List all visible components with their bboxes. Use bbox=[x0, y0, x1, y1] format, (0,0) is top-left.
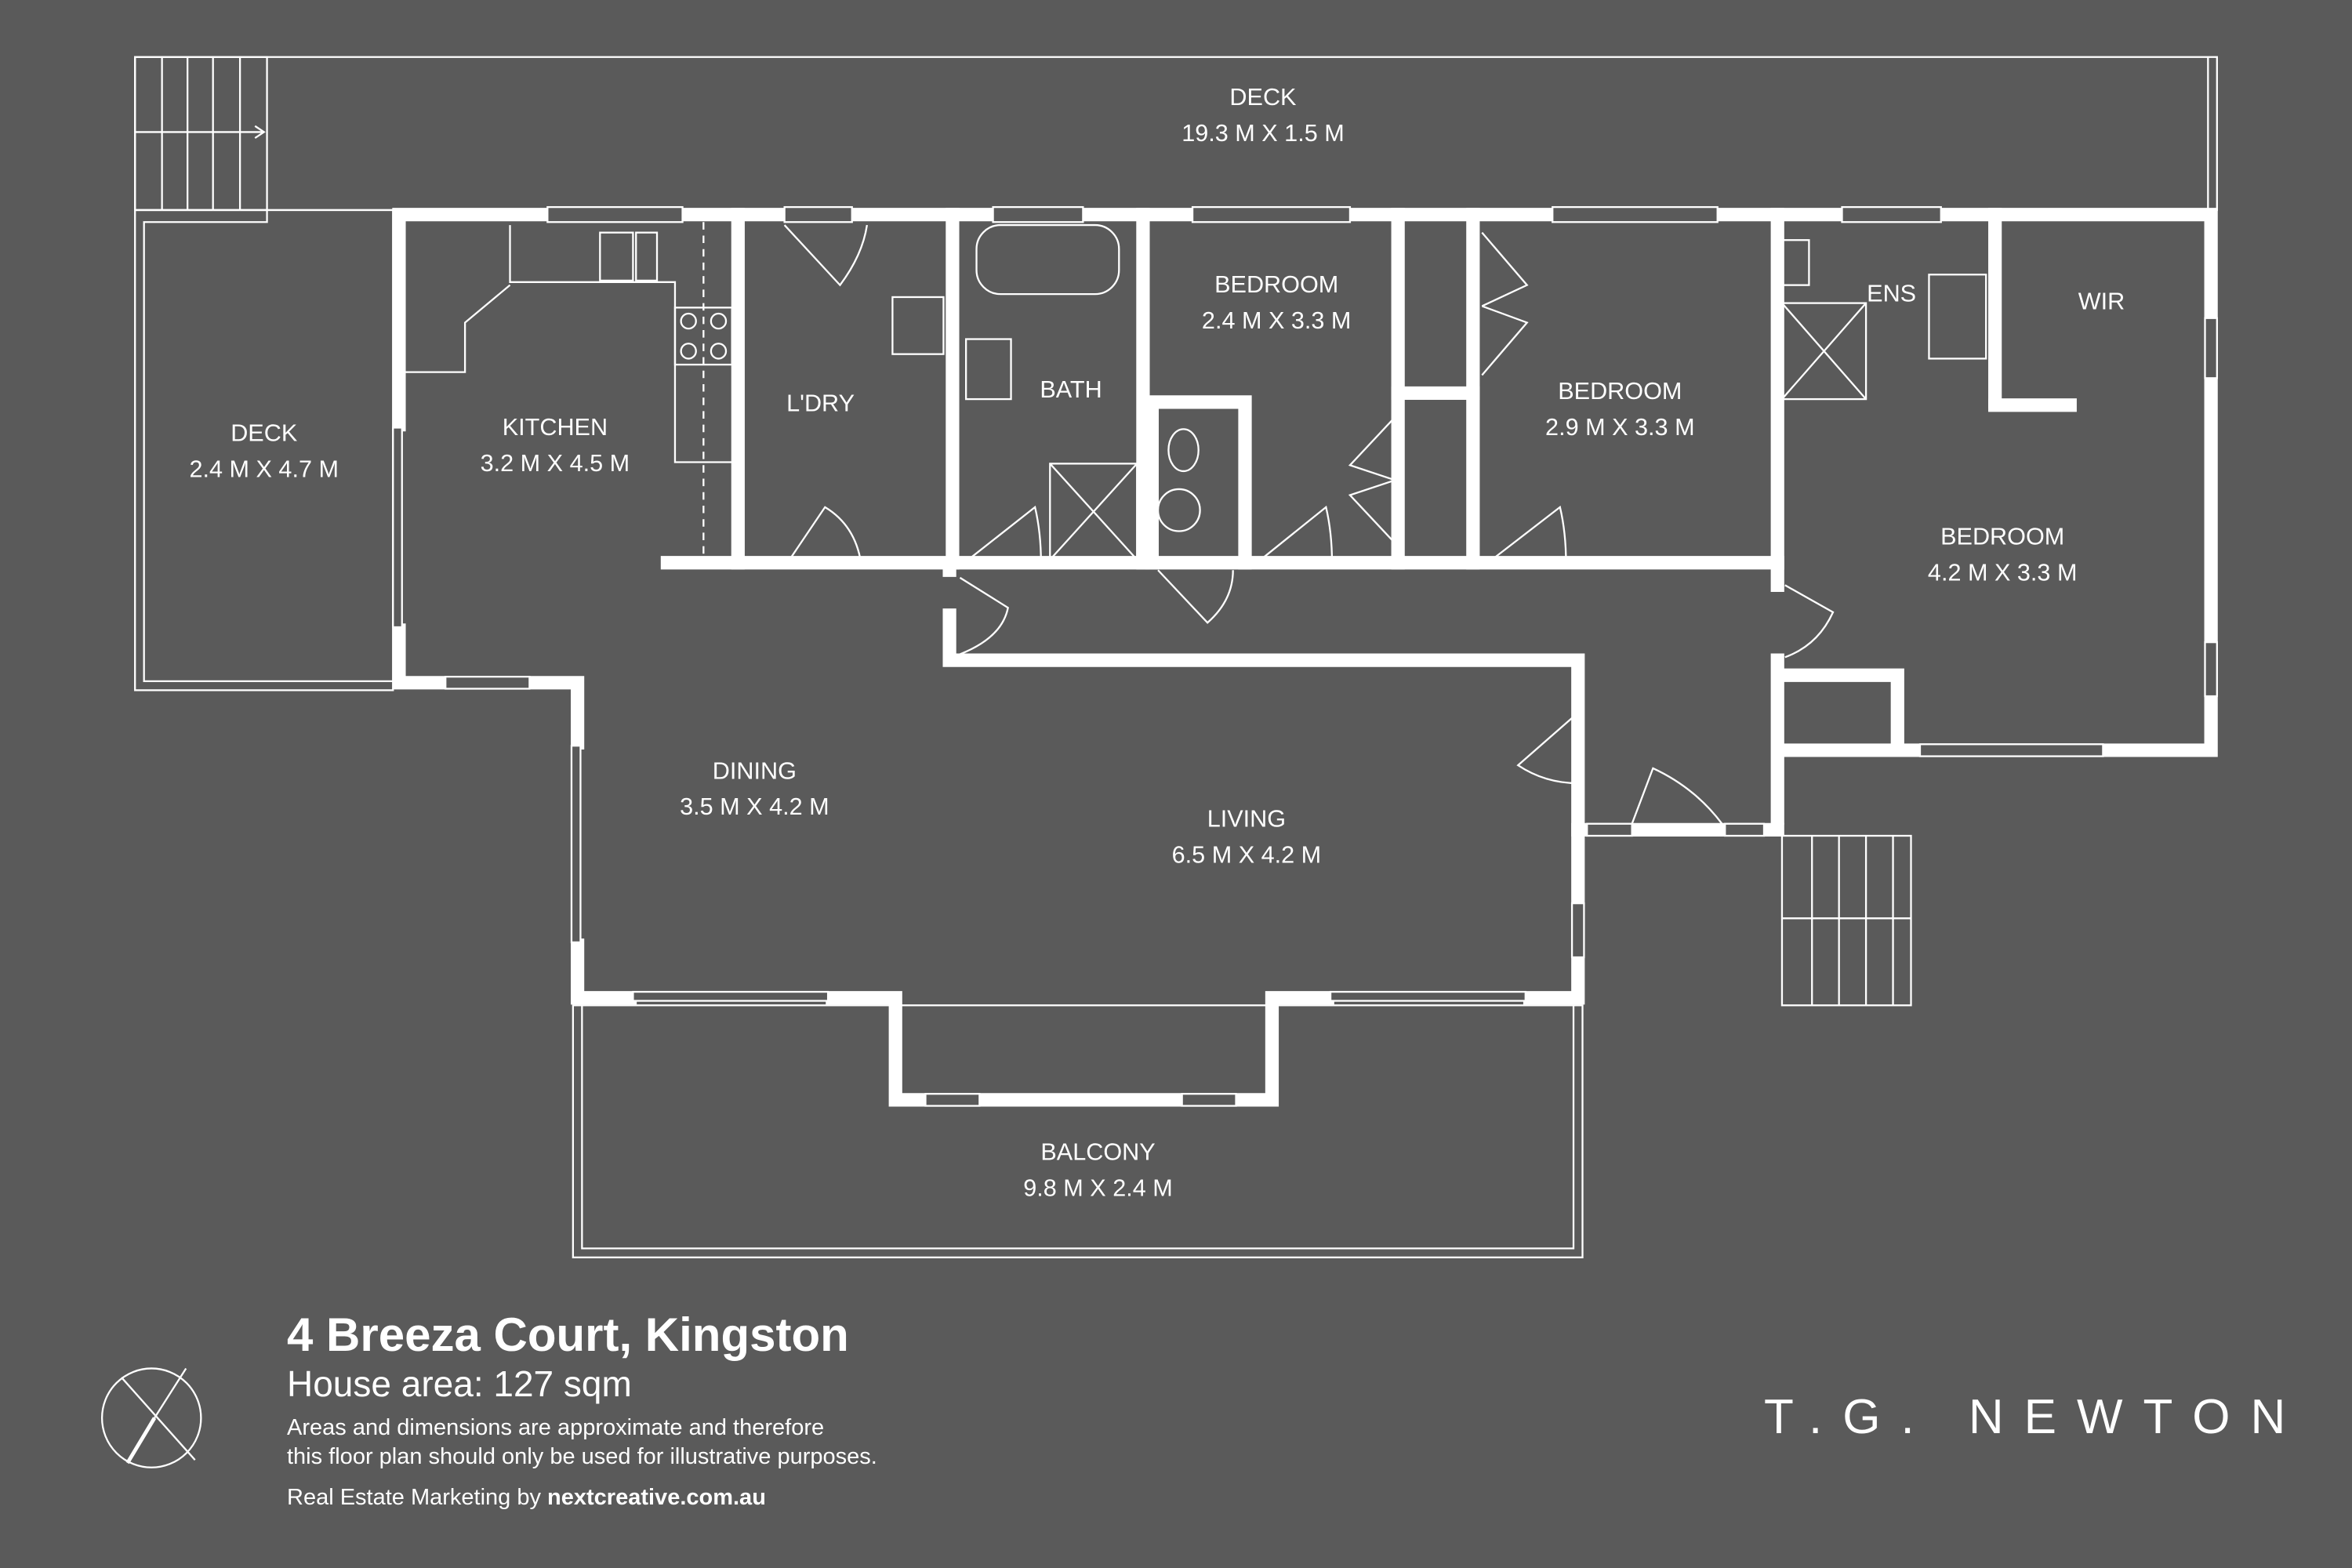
house-area: House area: 127 sqm bbox=[287, 1363, 632, 1404]
room-label-deck-left: DECK bbox=[230, 420, 298, 447]
room-label-living: LIVING bbox=[1207, 806, 1286, 833]
credit-prefix: Real Estate Marketing by bbox=[287, 1485, 548, 1510]
disclaimer-line-1: Areas and dimensions are approximate and… bbox=[287, 1415, 825, 1440]
room-label-bedroom-2: BEDROOM bbox=[1214, 271, 1338, 298]
room-label-kitchen: KITCHEN bbox=[503, 414, 608, 441]
credit-site: nextcreative.com.au bbox=[547, 1485, 766, 1510]
room-dims-deck-left: 2.4 M X 4.7 M bbox=[189, 456, 339, 483]
room-label-deck-top: DECK bbox=[1229, 84, 1297, 111]
room-label-laundry: L'DRY bbox=[786, 390, 855, 416]
room-dims-kitchen: 3.2 M X 4.5 M bbox=[481, 450, 630, 477]
room-label-wir: WIR bbox=[2078, 288, 2125, 314]
room-dims-deck-top: 19.3 M X 1.5 M bbox=[1181, 120, 1345, 147]
room-label-balcony: BALCONY bbox=[1040, 1138, 1155, 1165]
stairs-icon bbox=[134, 56, 1911, 1006]
room-label-bedroom-3: BEDROOM bbox=[1558, 378, 1682, 405]
disclaimer: Areas and dimensions are approximate and… bbox=[287, 1414, 877, 1472]
compass-icon bbox=[100, 1367, 202, 1468]
room-dims-bedroom-1: 4.2 M X 3.3 M bbox=[1928, 560, 2078, 586]
room-dims-dining: 3.5 M X 4.2 M bbox=[680, 793, 829, 820]
property-address: 4 Breeza Court, Kingston bbox=[287, 1308, 849, 1361]
windows bbox=[392, 205, 2218, 1107]
brand-logo: T.G. NEWTON bbox=[1764, 1390, 2307, 1444]
room-label-bedroom-1: BEDROOM bbox=[1940, 524, 2064, 550]
room-dims-bedroom-3: 2.9 M X 3.3 M bbox=[1545, 414, 1695, 441]
doors bbox=[783, 224, 1835, 825]
room-labels: DECK 19.3 M X 1.5 M DECK 2.4 M X 4.7 M K… bbox=[189, 84, 2125, 1201]
room-dims-balcony: 9.8 M X 2.4 M bbox=[1023, 1174, 1173, 1201]
room-dims-living: 6.5 M X 4.2 M bbox=[1172, 841, 1322, 868]
room-label-ensuite: ENS bbox=[1867, 281, 1916, 307]
marketing-credit: Real Estate Marketing by nextcreative.co… bbox=[287, 1485, 766, 1511]
fixtures bbox=[405, 222, 1987, 561]
disclaimer-line-2: this floor plan should only be used for … bbox=[287, 1444, 877, 1469]
room-label-dining: DINING bbox=[713, 757, 797, 784]
room-dims-bedroom-2: 2.4 M X 3.3 M bbox=[1202, 307, 1352, 334]
room-label-bath: BATH bbox=[1040, 376, 1102, 403]
walls bbox=[392, 208, 2218, 1107]
